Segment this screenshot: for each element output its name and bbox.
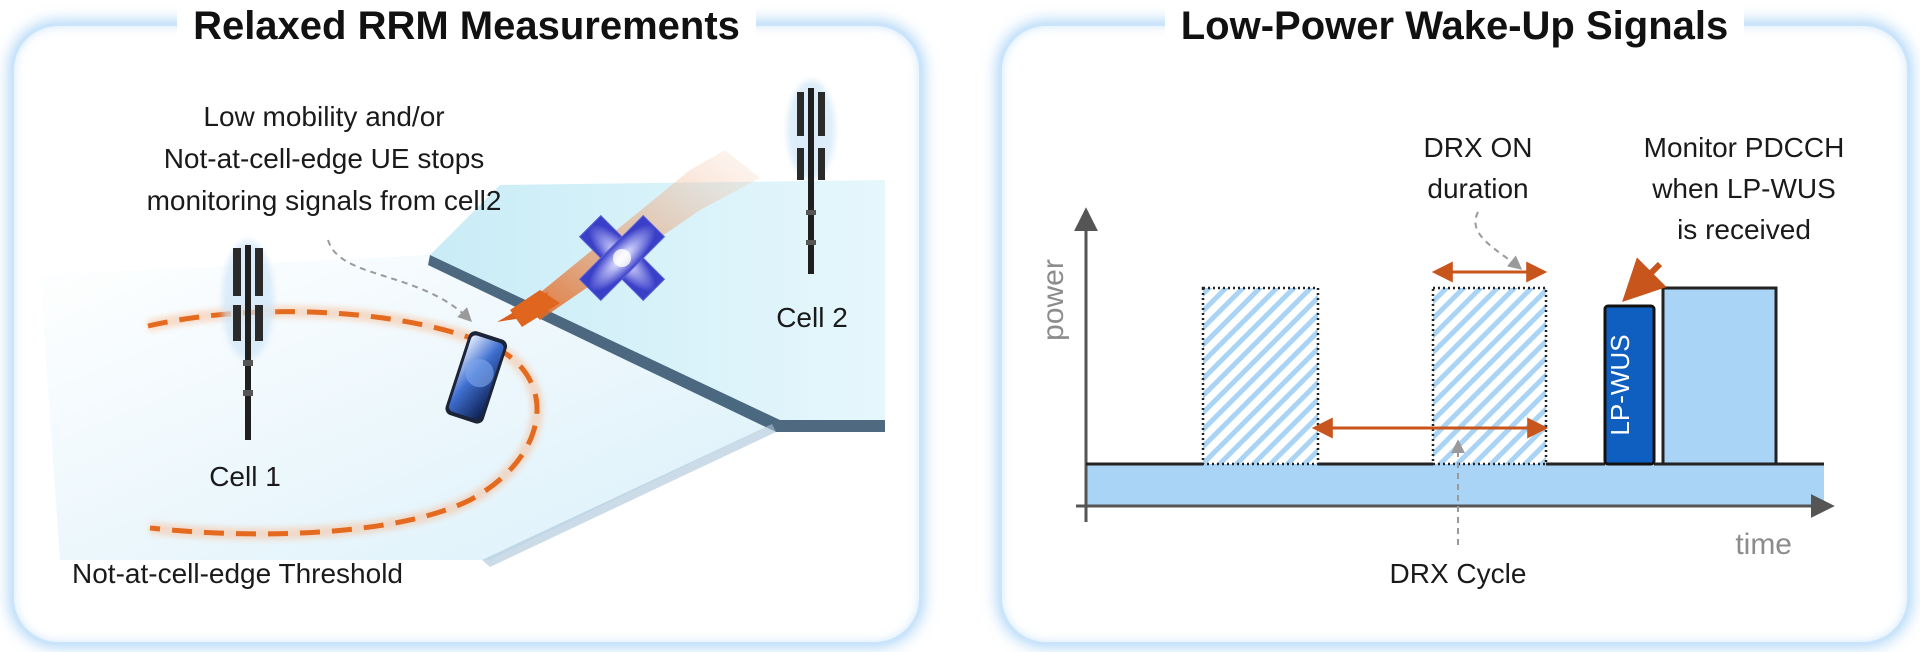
annotation-line-2: Not-at-cell-edge UE stops bbox=[164, 143, 485, 174]
cell1-coverage-platform bbox=[40, 255, 780, 560]
lp-wus-label: LP-WUS bbox=[1605, 334, 1635, 435]
cell1-label: Cell 1 bbox=[209, 461, 281, 492]
right-panel-title: Low-Power Wake-Up Signals bbox=[1164, 4, 1745, 48]
drx-on-label-line-2: duration bbox=[1427, 173, 1528, 204]
monitor-label-line-1: Monitor PDCCH bbox=[1644, 132, 1845, 163]
cell1-tower-icon bbox=[222, 240, 274, 440]
threshold-ring bbox=[146, 305, 543, 540]
left-panel-title: Relaxed RRM Measurements bbox=[177, 4, 756, 48]
threshold-label: Not-at-cell-edge Threshold bbox=[72, 558, 403, 589]
annotation-line-3: monitoring signals from cell2 bbox=[147, 185, 502, 216]
monitor-label-line-2: when LP-WUS bbox=[1651, 173, 1836, 204]
pdcch-monitoring-pulse bbox=[1661, 286, 1778, 466]
drx-cycle-label: DRX Cycle bbox=[1390, 558, 1527, 589]
ue-phone-icon bbox=[445, 331, 508, 424]
annotation-callout-arrow bbox=[327, 239, 472, 322]
drx-on-label-line-1: DRX ON bbox=[1424, 132, 1533, 163]
lp-wus-signal bbox=[1603, 304, 1656, 466]
cell2-coverage-platform bbox=[428, 180, 885, 567]
blocked-cross-icon bbox=[578, 214, 666, 302]
monitor-label-line-3: is received bbox=[1677, 214, 1811, 245]
power-baseline bbox=[1086, 464, 1824, 506]
drx-on-pulse-2 bbox=[1431, 286, 1548, 466]
drx-on-callout-arrow bbox=[1474, 211, 1523, 270]
cell2-tower-icon bbox=[787, 80, 835, 274]
cell2-label: Cell 2 bbox=[776, 302, 848, 333]
x-axis-label: time bbox=[1735, 528, 1792, 561]
lp-wus-pointer-arrow bbox=[1622, 257, 1667, 302]
annotation-line-1: Low mobility and/or bbox=[203, 101, 444, 132]
drx-on-pulse-1 bbox=[1201, 286, 1320, 466]
y-axis-label: power bbox=[1037, 259, 1070, 341]
power-axes bbox=[1074, 207, 1835, 522]
